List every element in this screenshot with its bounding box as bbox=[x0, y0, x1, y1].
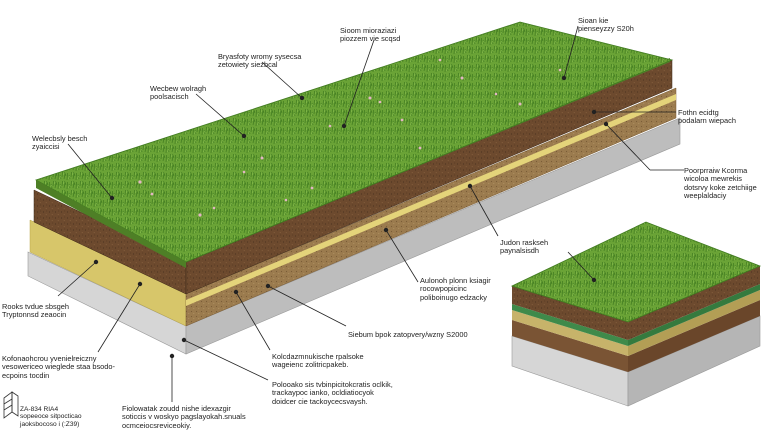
sample-drain-right bbox=[628, 290, 760, 356]
sample-substrate-front bbox=[512, 286, 628, 340]
sand-stripe bbox=[186, 94, 676, 306]
sample-filter-front bbox=[512, 304, 628, 346]
flower-dots bbox=[138, 58, 562, 217]
leader-lines bbox=[57, 25, 684, 402]
label-bottom-2: Polooako sis tvbinpicitokcratis oclkik,t… bbox=[272, 379, 393, 406]
sample-drain-front bbox=[512, 310, 628, 356]
logo-mark bbox=[3, 391, 19, 419]
sample-soil-right bbox=[628, 300, 760, 372]
sample-grass-top bbox=[510, 221, 762, 323]
sample-filter-right bbox=[628, 284, 760, 346]
sample-substrate-right bbox=[628, 266, 760, 340]
concrete-base-right bbox=[185, 117, 681, 355]
sample-block bbox=[510, 221, 762, 407]
label-center-3: Siebum bpok zatopvery/wzny S2000 bbox=[348, 329, 468, 339]
grass-front-edge bbox=[36, 180, 186, 268]
sample-soil-front bbox=[512, 320, 628, 372]
main-slab bbox=[27, 21, 681, 355]
